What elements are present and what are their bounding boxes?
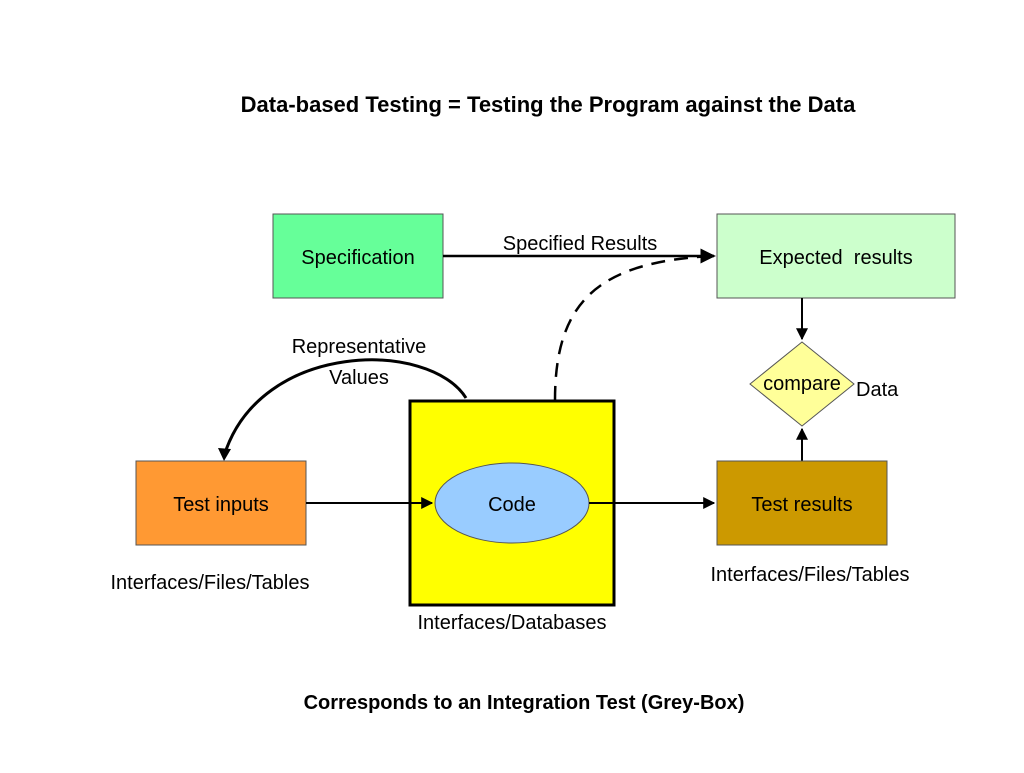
representative-label-line1: Representative: [292, 336, 427, 358]
dashed-arrowhead: [704, 251, 716, 261]
test-results-interfaces-label: Interfaces/Files/Tables: [711, 564, 910, 586]
representative-arrowhead: [218, 448, 231, 461]
compare-diamond: [749, 341, 855, 427]
footer-caption: Corresponds to an Integration Test (Grey…: [304, 692, 745, 714]
compare-label: compare: [763, 373, 841, 395]
test-inputs-box: [135, 460, 307, 546]
test-results-box: [716, 460, 888, 546]
specified-results-label: Specified Results: [503, 233, 658, 255]
test-inputs-interfaces-label: Interfaces/Files/Tables: [111, 572, 310, 594]
expected-results-box: [716, 213, 956, 299]
test-results-label: Test results: [751, 494, 852, 516]
representative-values-arrow: [222, 358, 468, 457]
specification-box: [272, 213, 444, 299]
code-interfaces-label: Interfaces/Databases: [418, 612, 607, 634]
test-inputs-label: Test inputs: [173, 494, 269, 516]
dashed-code-to-expected-arrow: [553, 254, 713, 401]
data-label: Data: [856, 379, 899, 401]
expected-results-label: Expected results: [759, 247, 912, 269]
representative-label-line2: Values: [329, 367, 389, 389]
code-label: Code: [488, 494, 536, 516]
specification-label: Specification: [301, 247, 414, 269]
slide-title: Data-based Testing = Testing the Program…: [241, 92, 856, 117]
